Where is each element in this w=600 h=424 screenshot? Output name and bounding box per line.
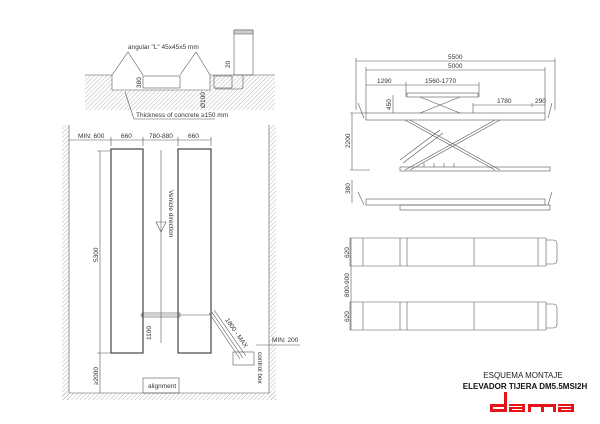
right-rail-outline	[177, 148, 212, 354]
hose-length-label: 1800 - MAX	[223, 317, 249, 350]
front-offset-label: 1290	[377, 78, 392, 85]
lift-deck-raised	[365, 112, 546, 121]
vehicle-direction-label: Vehicle direction	[167, 190, 174, 238]
angular-label: angular "L" 45x45x5 mm	[128, 44, 199, 51]
left-rail-outline	[110, 148, 144, 354]
platform-length-label: 5000	[448, 63, 463, 70]
title-block: ESQUEMA MONTAJE ELEVADOR TIJERA DM5.5MSI…	[463, 371, 588, 412]
control-box-outline	[232, 351, 255, 366]
lowered-height-label: 380	[345, 183, 352, 194]
plan-view: MIN: 600 660 780-880 660 5300 ≥2000 Vehi…	[62, 125, 300, 400]
aux-range-label: 1560-1770	[425, 78, 456, 85]
concrete-thickness-label: Thickness of concrete ≥150 mm	[136, 112, 228, 119]
overall-length-label: 5500	[448, 54, 463, 61]
control-unit-outline	[233, 29, 254, 76]
max-height-label: 2200	[345, 133, 352, 148]
rear-section-label: 1780	[497, 98, 512, 105]
dama-logo	[490, 392, 574, 412]
side-view: 5500 5000 1290 1560-1770 450 1780 290 22…	[345, 54, 556, 211]
lift-deck-lowered	[365, 198, 546, 206]
alignment-label: alignment	[148, 383, 176, 390]
rail-gap-label: 780-880	[149, 133, 173, 140]
aux-height-label: 450	[386, 99, 393, 110]
section-view: angular "L" 45x45x5 mm 380 20 Ø100 Thick…	[85, 29, 275, 120]
top-view: 620 800-900 620	[344, 237, 558, 331]
min-left-label: MIN: 600	[78, 133, 105, 140]
drawing-title: ESQUEMA MONTAJE	[483, 371, 562, 380]
min-right-label: MIN: 200	[272, 337, 299, 344]
rail-gap-top-label: 800-900	[344, 273, 351, 297]
rail-width-right-label: 660	[188, 133, 199, 140]
alignment-box	[142, 377, 180, 394]
pipe-diameter-label: Ø100	[200, 92, 207, 108]
length-label: 5300	[93, 247, 100, 262]
rail-width-left-label: 660	[121, 133, 132, 140]
rear-end-label: 290	[535, 98, 546, 105]
control-box-label: control box	[256, 352, 263, 385]
product-title: ELEVADOR TIJERA DM5.5MSI2H	[463, 382, 588, 391]
rail-width-2-label: 620	[344, 311, 351, 322]
offset-label: 20	[225, 60, 232, 68]
rail-width-1-label: 620	[344, 247, 351, 258]
front-clearance-label: ≥2000	[93, 367, 100, 385]
depth-label: 380	[136, 77, 143, 88]
crossbar-offset-label: 1100	[146, 326, 153, 340]
